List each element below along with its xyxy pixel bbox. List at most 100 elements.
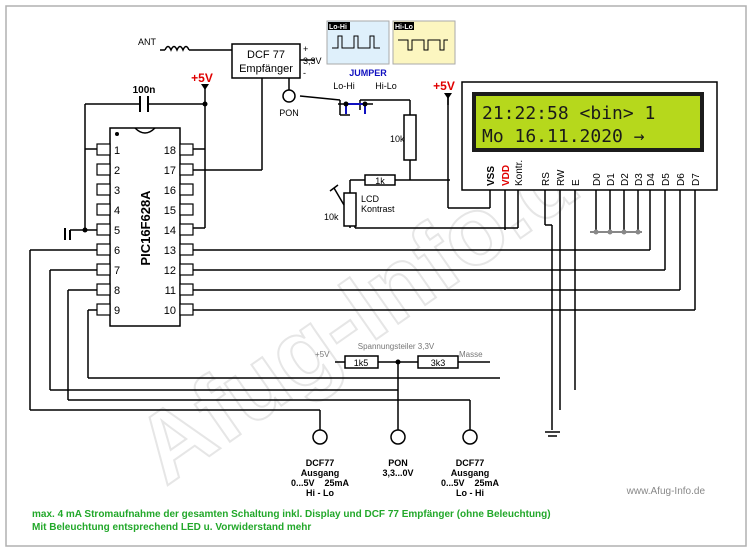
junction-dots (82, 101, 401, 365)
jumper-right-label: Hi-Lo (375, 81, 397, 91)
lcd-pin-label: D2 (620, 173, 631, 186)
pic-pin-right (179, 243, 194, 256)
footer-line1: max. 4 mA Stromaufnahme der gesamten Sch… (32, 509, 551, 520)
supply-plus5-right: +5V (433, 79, 455, 93)
jumper-bridge (345, 103, 366, 114)
lcd-pin-label: D3 (634, 173, 645, 186)
output-1-line2: Ausgang (301, 468, 340, 478)
receiver-voltage: 3,3V (303, 56, 322, 66)
divider-title: Spannungsteiler 3,3V (358, 342, 435, 351)
pic-pin-right (179, 223, 194, 236)
pic-pin-left (96, 303, 111, 316)
lcd-line2: Mo 16.11.2020 → (482, 126, 645, 147)
pic-pin-label-left: 2 (114, 165, 120, 177)
pon-top-label: PON (279, 108, 299, 118)
output-2-line2: 3,3...0V (382, 468, 413, 478)
pic-pin-label-left: 1 (114, 145, 120, 157)
lcd-line1: 21:22:58 <bin> 1 (482, 103, 655, 124)
jumper-inset-hilo-label-bg (328, 22, 350, 30)
output-3-line4: Lo - Hi (456, 488, 484, 498)
pic-pin-label-left: 4 (114, 205, 120, 217)
pic-pin-right (179, 303, 194, 316)
pic-pin-label-left: 7 (114, 265, 120, 277)
pic-pin-label-right: 14 (164, 225, 176, 237)
output-1-labels: DCF77 Ausgang 0...5V 25mA Hi - Lo (291, 458, 350, 498)
pic-pin-left (96, 143, 111, 156)
pic-pin-label-right: 10 (164, 305, 176, 317)
resistor-3k3-label: 3k3 (431, 358, 446, 368)
potentiometer-wiper (333, 187, 345, 206)
lcd-pin-label: D1 (606, 173, 617, 186)
output-2-labels: PON 3,3...0V (382, 458, 413, 478)
lcd-pin-label: E (571, 179, 582, 186)
pic-pin-right (179, 163, 194, 176)
pic-pin-right (179, 203, 194, 216)
potentiometer-caption-2: Kontrast (361, 204, 395, 214)
supply-arrow-left (201, 84, 209, 90)
waveform-hilo (398, 39, 448, 51)
pic-pin-right (179, 283, 194, 296)
pic-pin-label-right: 15 (164, 205, 176, 217)
output-terminal-2 (390, 429, 406, 445)
resistor-3k3 (417, 355, 459, 369)
lcd-pin-label: Kontr. (514, 160, 525, 186)
pic-pin-label-right: 18 (164, 145, 176, 157)
receiver-box (231, 43, 301, 79)
supply-plus5-left: +5V (191, 71, 213, 85)
antenna-label: ANT (138, 37, 157, 47)
pic-pin-label-right: 11 (165, 285, 176, 297)
footer-line2: Mit Beleuchtung entsprechend LED u. Vorw… (32, 522, 311, 533)
lcd-pin-label: D4 (646, 173, 657, 186)
pic-pin-right (179, 183, 194, 196)
pic-pin-left (96, 243, 111, 256)
lcd-pin-label: RW (556, 169, 567, 186)
resistor-1k (364, 174, 396, 186)
output-3-line2: Ausgang (451, 468, 490, 478)
pic-pin-label-left: 9 (114, 305, 120, 317)
lcd-module: 21:22:58 <bin> 1 Mo 16.11.2020 → (461, 81, 718, 191)
output-1-line1: DCF77 (306, 458, 335, 468)
lcd-pin-label: D0 (592, 173, 603, 186)
output-3-line3: 0...5V 25mA (441, 478, 500, 488)
output-1-line3: 0...5V 25mA (291, 478, 350, 488)
waveform-lohi (332, 35, 380, 49)
pic-pin-label-left: 8 (114, 285, 120, 297)
resistor-1k5-label: 1k5 (354, 358, 369, 368)
pic-pin-label-right: 17 (164, 165, 176, 177)
lcd-pin-label: VDD (501, 165, 512, 186)
output-3-line1: DCF77 (456, 458, 485, 468)
capacitor-label: 100n (133, 85, 156, 96)
lcd-pin-label: D5 (661, 173, 672, 186)
divider-left-label: +5V (315, 350, 330, 359)
receiver-line2: Empfänger (239, 63, 293, 75)
resistor-1k-label: 1k (375, 176, 385, 186)
output-1-line4: Hi - Lo (306, 488, 334, 498)
output-2-line1: PON (388, 458, 408, 468)
credit: www.Afug-Info.de (626, 486, 706, 497)
lcd-pin-label: D7 (691, 173, 702, 186)
jumper-left-label: Lo-Hi (333, 81, 355, 91)
pic-pin-label-left: 5 (114, 225, 120, 237)
receiver-plus: + (303, 44, 308, 54)
pic-pin-left (96, 283, 111, 296)
pic-pin-left (96, 163, 111, 176)
pic-pin-left (96, 223, 111, 236)
lcd-pin-label: VSS (486, 166, 497, 186)
resistor-1k5 (344, 355, 379, 369)
lcd-pin-label: D6 (676, 173, 687, 186)
jumper-title: JUMPER (349, 68, 387, 78)
divider-right-label: Masse (459, 350, 483, 359)
pon-top-terminal (282, 89, 296, 103)
resistor-10k-vertical (403, 114, 417, 161)
pic-pin-left (96, 183, 111, 196)
pic-pin-left (96, 203, 111, 216)
pic-pin-label-left: 6 (114, 245, 120, 257)
supply-arrow-right (444, 93, 452, 99)
receiver-minus: - (303, 68, 306, 78)
pic-pin-right (179, 263, 194, 276)
pic-pin-label-right: 16 (164, 185, 176, 197)
jumper-inset-hilo-label: Hi-Lo (395, 24, 413, 31)
